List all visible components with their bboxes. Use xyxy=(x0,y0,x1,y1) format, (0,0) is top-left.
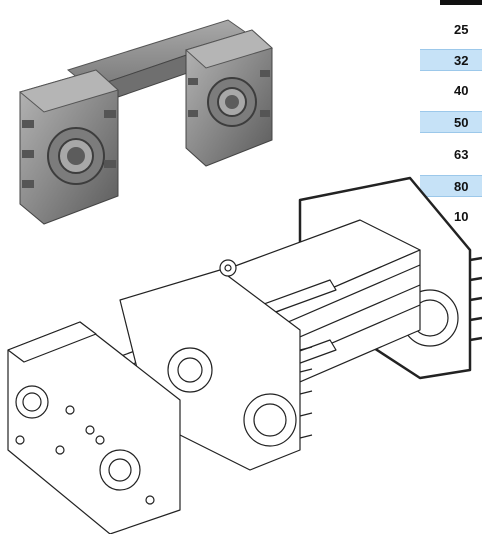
bore-row-7: 10 xyxy=(420,206,482,228)
bore-cell: 32 xyxy=(454,53,469,68)
profile-block-left xyxy=(18,69,119,225)
adjust-screw xyxy=(219,259,237,277)
bore-row-1: 25 xyxy=(420,19,482,41)
bore-row-2: 32 xyxy=(420,49,482,71)
bore-row-0: 16 xyxy=(420,0,482,9)
front-flange-plate xyxy=(7,321,181,534)
bore-row-5: 63 xyxy=(420,144,482,166)
bore-cell: 25 xyxy=(454,22,469,37)
bore-cell: 80 xyxy=(454,179,469,194)
bore-cell: 63 xyxy=(454,147,469,162)
table-top-rule xyxy=(440,0,482,5)
bore-cell: 50 xyxy=(454,115,469,130)
bore-row-3: 40 xyxy=(420,80,482,102)
bore-size-table: 16 25 32 40 50 63 80 10 xyxy=(420,0,482,234)
bore-row-6: 80 xyxy=(420,175,482,197)
profile-block-right xyxy=(185,29,273,167)
bore-row-4: 50 xyxy=(420,111,482,133)
bore-cell: 16 xyxy=(454,0,468,5)
bore-cell: 40 xyxy=(454,83,469,98)
bore-cell: 10 xyxy=(454,209,469,224)
